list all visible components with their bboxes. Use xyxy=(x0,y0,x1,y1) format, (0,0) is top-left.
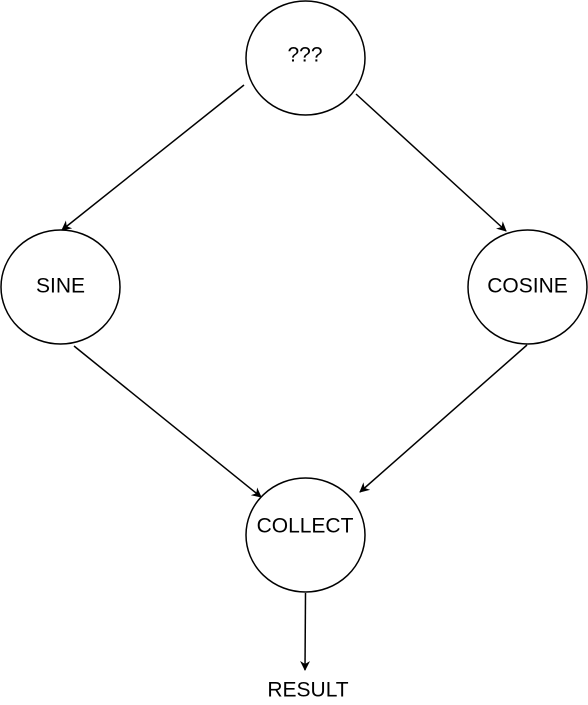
node-collect-circle xyxy=(245,477,366,593)
node-sine-label: SINE xyxy=(36,275,85,298)
node-unknown: ??? xyxy=(245,0,366,116)
node-collect: COLLECT xyxy=(245,477,366,593)
node-cosine: COSINE xyxy=(467,229,588,345)
node-unknown-circle xyxy=(245,0,366,116)
result-label: RESULT xyxy=(267,679,348,702)
edge-unknown-to-cosine xyxy=(355,93,507,232)
edge-collect-to-result xyxy=(300,592,311,671)
node-sine-circle xyxy=(0,229,121,345)
node-sine: SINE xyxy=(0,229,121,345)
edge-unknown-to-sine xyxy=(61,84,245,231)
node-unknown-label: ??? xyxy=(287,44,322,67)
node-cosine-label: COSINE xyxy=(487,275,568,298)
edge-sine-to-collect xyxy=(73,345,262,498)
node-cosine-circle xyxy=(467,229,588,345)
node-collect-label: COLLECT xyxy=(257,515,354,538)
edge-cosine-to-collect xyxy=(359,344,528,493)
